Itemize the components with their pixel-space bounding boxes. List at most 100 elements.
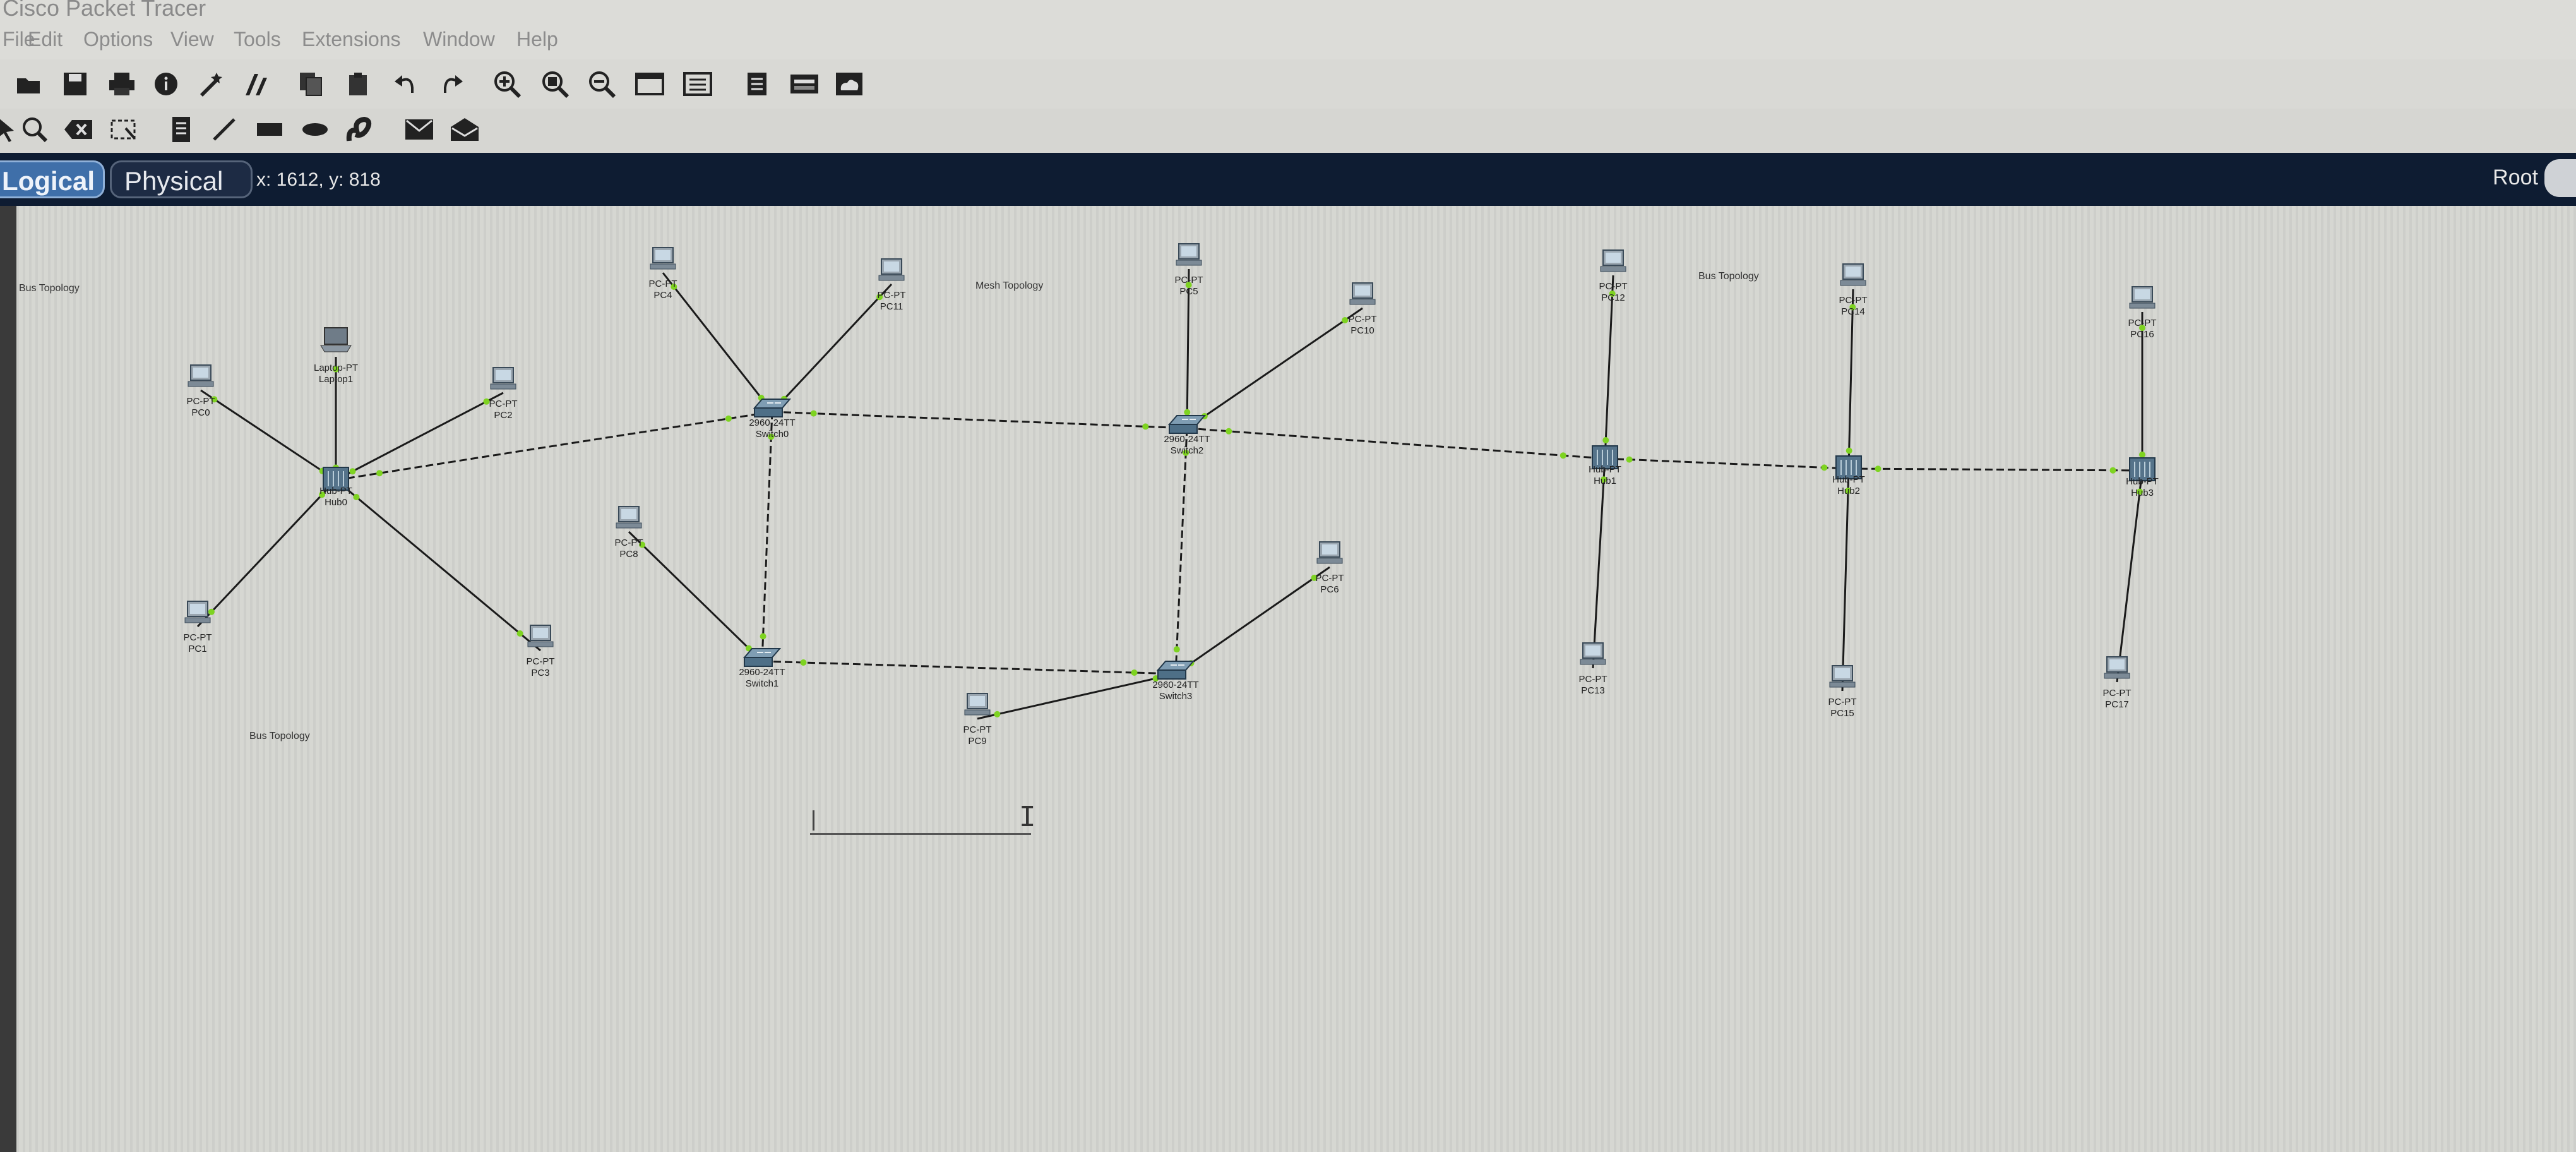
link-switch1-switch3[interactable]	[761, 660, 1176, 675]
redo-icon[interactable]	[437, 69, 466, 99]
link-pc10-switch2[interactable]	[1186, 307, 1363, 429]
logical-workspace[interactable]	[0, 206, 2576, 1152]
note-bus-topology-top-left[interactable]: Bus Topology	[19, 283, 80, 294]
resize-icon[interactable]	[109, 115, 138, 144]
device-type-label: Hub-PT	[1832, 474, 1865, 485]
tab-physical[interactable]: Physical	[110, 160, 253, 198]
root-back-button[interactable]	[2544, 159, 2576, 197]
select-icon[interactable]	[0, 115, 21, 144]
copy-icon[interactable]	[297, 69, 326, 99]
note-mesh-topology[interactable]: Mesh Topology	[975, 280, 1043, 291]
link-switch2-hub1[interactable]	[1186, 427, 1606, 460]
menu-options[interactable]: Options	[83, 28, 153, 51]
link-pc1-hub0[interactable]	[196, 479, 337, 628]
paste-icon[interactable]	[345, 69, 374, 99]
link-pc17-hub3[interactable]	[2116, 470, 2144, 683]
custom-device-icon[interactable]	[683, 69, 712, 99]
menu-edit[interactable]: Edit	[28, 28, 63, 51]
device-dialog-icon[interactable]	[789, 69, 818, 99]
menu-tools[interactable]: Tools	[234, 28, 281, 51]
zoom-reset-icon[interactable]	[540, 69, 569, 99]
note-bus-topology-top-right[interactable]: Bus Topology	[1698, 271, 1759, 282]
print-icon[interactable]	[107, 69, 136, 99]
menu-view[interactable]: View	[170, 28, 214, 51]
complex-pdu-icon[interactable]	[450, 115, 479, 144]
link-pc14-hub2[interactable]	[1847, 289, 1854, 469]
link-switch0-switch1[interactable]	[761, 411, 773, 662]
link-hub2-hub3[interactable]	[1848, 467, 2143, 472]
menu-extensions[interactable]: Extensions	[302, 28, 401, 51]
link-light	[760, 633, 766, 640]
note-icon[interactable]	[167, 115, 196, 144]
open-icon[interactable]	[14, 69, 43, 99]
link-pc8-switch1[interactable]	[628, 531, 763, 663]
tab-logical[interactable]: Logical	[0, 160, 105, 198]
link-switch2-switch3[interactable]	[1174, 428, 1188, 675]
link-pc5-switch2[interactable]	[1186, 268, 1190, 429]
save-icon[interactable]	[61, 69, 90, 99]
link-hub0-switch0[interactable]	[335, 411, 773, 481]
link-pc2-hub0[interactable]	[335, 392, 504, 481]
delete-icon[interactable]	[63, 115, 92, 144]
ellipse-icon[interactable]	[301, 115, 330, 144]
menu-file[interactable]: File	[3, 28, 35, 51]
link-switch0-switch2[interactable]	[772, 411, 1188, 429]
drawing-palette-icon[interactable]	[635, 69, 664, 99]
link-pc0-hub0[interactable]	[200, 389, 337, 481]
link-hub1-hub2[interactable]	[1604, 457, 1849, 470]
cloud-icon[interactable]	[835, 69, 864, 99]
rectangle-icon[interactable]	[255, 115, 284, 144]
root-button-label[interactable]: Root	[2493, 165, 2538, 189]
link-pc12-hub1[interactable]	[1604, 275, 1614, 459]
wizard-icon[interactable]	[197, 69, 226, 99]
inspect-icon[interactable]	[20, 115, 49, 144]
note-text-input[interactable]	[810, 810, 1031, 835]
link-pc11-switch0[interactable]	[771, 283, 893, 413]
undo-icon[interactable]	[391, 69, 420, 99]
link-pc9-switch3[interactable]	[977, 673, 1176, 720]
link-pc13-hub1[interactable]	[1592, 458, 1606, 669]
info-icon[interactable]	[152, 69, 181, 99]
viewport-icon[interactable]	[742, 69, 772, 99]
link-pc4-switch0[interactable]	[662, 272, 773, 412]
zoom-in-icon[interactable]	[492, 69, 522, 99]
network-info-icon[interactable]	[244, 69, 273, 99]
menu-help[interactable]: Help	[516, 28, 558, 51]
link-pc3-hub0[interactable]	[335, 479, 541, 652]
link-pc6-switch3[interactable]	[1175, 566, 1330, 675]
line-icon[interactable]	[210, 115, 239, 144]
link-pc15-hub2[interactable]	[1841, 468, 1850, 692]
menu-window[interactable]: Window	[423, 28, 495, 51]
simple-pdu-icon[interactable]	[404, 115, 433, 144]
freeform-icon[interactable]	[345, 115, 374, 144]
link-light	[1184, 409, 1191, 416]
zoom-out-icon[interactable]	[587, 69, 616, 99]
note-bus-topology-bottom-left[interactable]: Bus Topology	[249, 731, 310, 741]
